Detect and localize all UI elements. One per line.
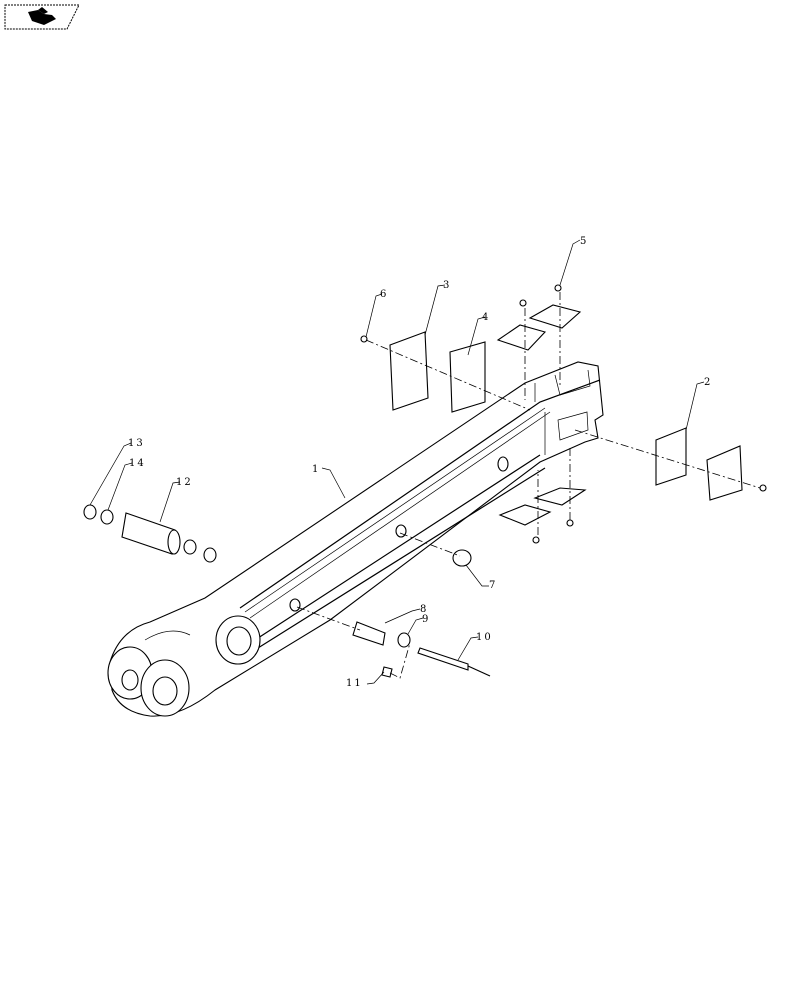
small-parts (83, 284, 767, 678)
callout-14: 14 (129, 458, 146, 469)
callout-8: 8 (420, 604, 428, 615)
callout-3: 3 (443, 280, 451, 291)
leader-lines (89, 239, 705, 685)
callout-5: 5 (580, 236, 588, 247)
callout-9: 9 (422, 614, 430, 625)
callout-11: 11 (346, 678, 363, 689)
callout-7: 7 (489, 580, 497, 591)
callout-6: 6 (380, 289, 388, 300)
callout-2: 2 (704, 377, 712, 388)
callout-1: 1 (312, 464, 320, 475)
callout-labels: 1 2 3 4 5 6 7 8 9 10 11 12 13 14 (128, 236, 712, 689)
callout-10: 10 (476, 632, 493, 643)
wear-pads (389, 304, 743, 526)
callout-12: 12 (176, 477, 193, 488)
callout-4: 4 (482, 312, 490, 323)
book-arrow-icon[interactable] (4, 4, 80, 30)
arm-beam (107, 361, 604, 717)
callout-13: 13 (128, 438, 145, 449)
assembly-lines (296, 292, 761, 679)
